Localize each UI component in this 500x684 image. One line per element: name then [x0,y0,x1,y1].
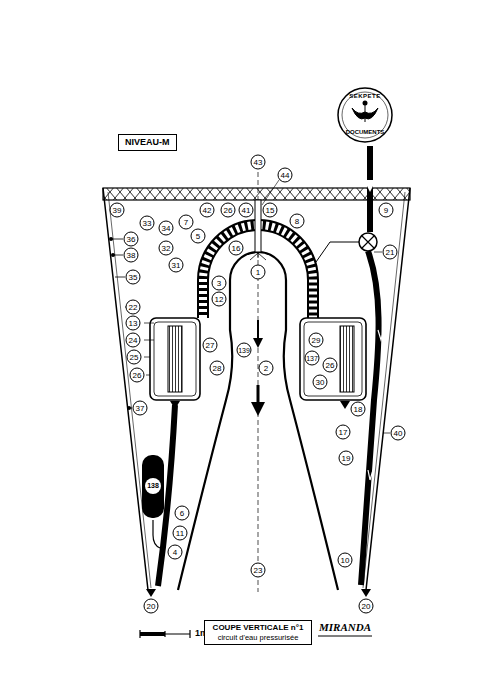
callout-number: 10 [338,553,353,568]
core-cavity [178,252,338,590]
heat-exchanger [300,318,366,400]
callout-number: 40 [391,426,406,441]
callout-number: 39 [110,203,125,218]
callout-number: 19 [339,451,354,466]
callout-number: 23 [251,563,266,578]
caption-box: COUPE VERTICALE n°1circuit d'eau pressur… [204,620,313,645]
callout-number: 26 [130,368,145,383]
stamp-text: DOCUMENTS [346,129,385,135]
callout-number: 17 [336,425,351,440]
callout-number: 7 [179,215,194,230]
callout-number: 8 [290,214,305,229]
callout-number: 27 [203,338,218,353]
valve [359,233,377,251]
callout-number: 15 [263,203,278,218]
callout-number: 20 [144,599,159,614]
callout-number: 28 [210,361,225,376]
callout-number: 137 [305,351,320,366]
callout-number: 44 [278,168,293,183]
pressurizer-tank: 138 [142,455,164,518]
callout-number: 26 [221,203,236,218]
callout-number: 9 [379,203,394,218]
callout-number: 22 [126,300,141,315]
callout-number: 24 [126,333,141,348]
callout-number: 5 [191,229,206,244]
callout-number: 31 [169,258,184,273]
callout-number: 11 [173,526,188,541]
callout-number: 21 [383,245,398,260]
callout-number: 26 [323,358,338,373]
scale-bar [140,630,190,638]
callout-number: 2 [259,361,274,376]
callout-number: 12 [212,292,227,307]
callout-number: 1 [251,265,266,280]
callout-number: 36 [124,232,139,247]
callout-number: 3 [212,276,227,291]
spray-nozzle [255,200,261,252]
callout-number: 25 [127,350,142,365]
callout-number: 6 [175,506,190,521]
floor-truss [103,188,410,200]
signature: MIRANDA [319,621,371,633]
callout-number: 33 [140,216,155,231]
node-title: COUPE VERTICALE n°1 [213,623,304,633]
callout-number: 32 [159,241,174,256]
callout-number: 34 [159,221,174,236]
level-tag: NIVEAU-M [118,134,177,151]
callout-number: 37 [133,401,148,416]
callout-number: 29 [309,333,324,348]
callout-number: 16 [229,241,244,256]
stamp-logo [338,88,392,142]
callout-number: 43 [251,155,266,170]
feed-pipe [361,251,379,585]
callout-number: 20 [359,599,374,614]
node-title: NIVEAU-M [125,137,170,148]
callout-number: 18 [351,402,366,417]
callout-number: 4 [168,545,183,560]
shaft-wall [103,188,410,590]
callout-number: 30 [313,375,328,390]
callout-number: 38 [124,248,139,263]
heat-exchanger [150,318,200,400]
callout-number: 41 [239,203,254,218]
callout-number: 139 [237,343,252,358]
callout-number: 42 [200,203,215,218]
callout-number: 13 [126,316,141,331]
node-subtitle: circuit d'eau pressurisée [213,633,304,642]
callout-number: 35 [126,270,141,285]
node-title: 138 [145,478,161,494]
stamp-text: SEKPETE [349,93,381,99]
